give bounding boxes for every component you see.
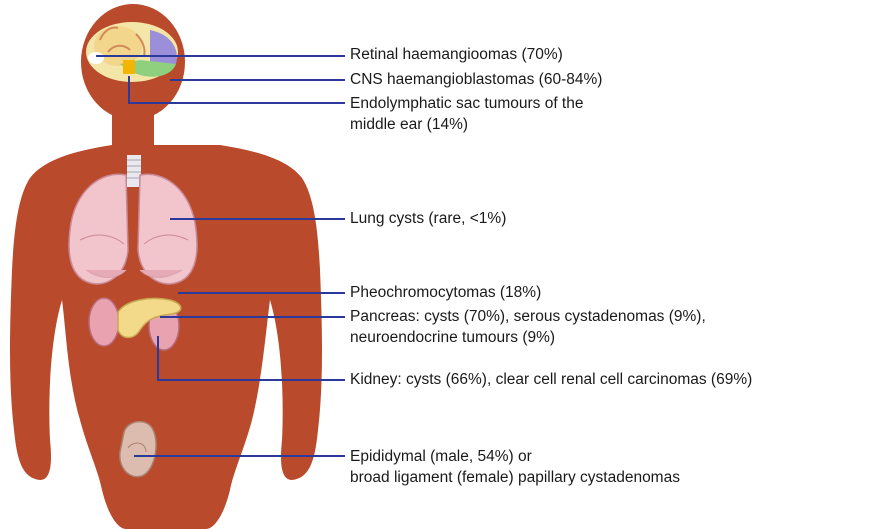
label-line: Pancreas: cysts (70%), serous cystadenom… [350, 306, 706, 327]
label-kidney: Kidney: cysts (66%), clear cell renal ce… [350, 369, 752, 390]
label-endolymphatic: Endolymphatic sac tumours of the middle … [350, 93, 583, 135]
label-line: Epididymal (male, 54%) or [350, 446, 680, 467]
label-retinal: Retinal haemangioomas (70%) [350, 44, 563, 65]
label-line: CNS haemangioblastomas (60-84%) [350, 69, 602, 90]
inner-ear-marker [123, 60, 135, 74]
label-line: Lung cysts (rare, <1%) [350, 208, 506, 229]
label-line: middle ear (14%) [350, 114, 583, 135]
eye-icon [88, 52, 104, 64]
brain [86, 22, 178, 82]
label-cns: CNS haemangioblastomas (60-84%) [350, 69, 602, 90]
label-pheo: Pheochromocytomas (18%) [350, 282, 541, 303]
trachea [127, 155, 141, 187]
label-line: broad ligament (female) papillary cystad… [350, 467, 680, 488]
testis [120, 422, 156, 477]
label-line: Retinal haemangioomas (70%) [350, 44, 563, 65]
label-line: Pheochromocytomas (18%) [350, 282, 541, 303]
label-line: Kidney: cysts (66%), clear cell renal ce… [350, 369, 752, 390]
label-line: neuroendocrine tumours (9%) [350, 327, 706, 348]
label-line: Endolymphatic sac tumours of the [350, 93, 583, 114]
label-pancreas: Pancreas: cysts (70%), serous cystadenom… [350, 306, 706, 348]
label-lung: Lung cysts (rare, <1%) [350, 208, 506, 229]
label-epididymal: Epididymal (male, 54%) or broad ligament… [350, 446, 680, 488]
right-kidney [89, 298, 119, 346]
